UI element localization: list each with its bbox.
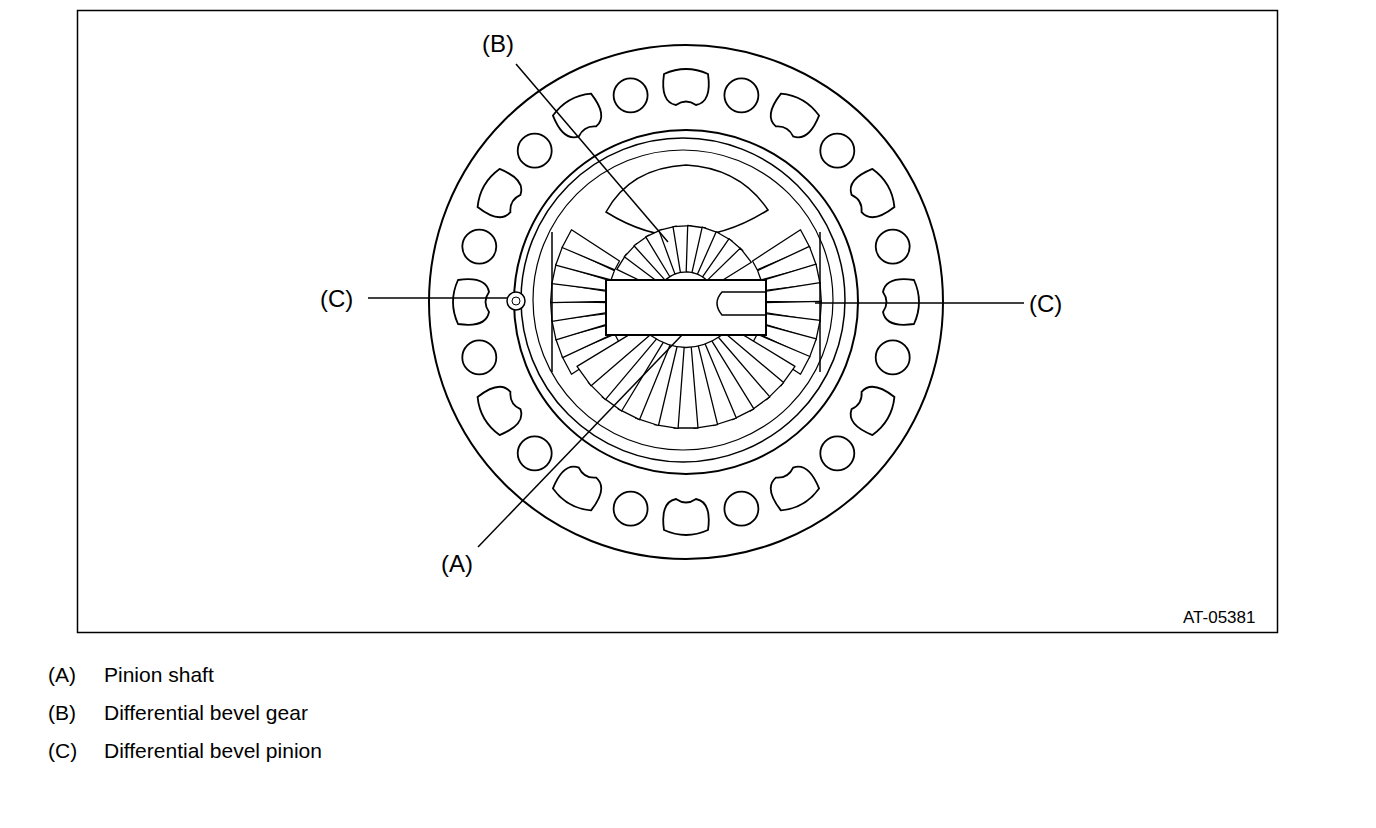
kidney-slot (453, 279, 489, 325)
lock-pin (507, 292, 525, 310)
gear-tooth (551, 301, 609, 321)
bolt-hole (462, 340, 496, 374)
key-letter: (A) (48, 664, 76, 685)
gear-tooth (764, 283, 822, 303)
bevel-gears (551, 226, 822, 429)
case-bore (514, 130, 858, 474)
kidney-slot (765, 461, 822, 515)
callout-letter: (C) (1029, 292, 1062, 316)
kidney-slot (473, 166, 527, 223)
leader-line (815, 302, 1024, 304)
flange-holes (453, 69, 919, 535)
kidney-slot (473, 381, 527, 438)
bolt-hole (614, 78, 648, 112)
kidney-slot (663, 69, 709, 105)
case-window (533, 150, 833, 450)
leader-line (368, 297, 508, 299)
kidney-slot (845, 381, 899, 438)
key-text: Pinion shaft (104, 664, 214, 685)
kidney-slot (663, 499, 709, 535)
kidney-slot (550, 89, 607, 143)
kidney-slot (550, 89, 607, 143)
kidney-slot (845, 166, 899, 223)
case-flange (429, 45, 943, 559)
bolt-hole (518, 134, 552, 168)
key-letter: (B) (48, 702, 76, 723)
callout-letter: (A) (441, 552, 473, 576)
shaft-slot (717, 292, 766, 315)
bolt-hole (820, 134, 854, 168)
case-inner (521, 138, 845, 462)
kidney-slot (473, 166, 527, 223)
gear-hub (650, 335, 722, 348)
kidney-slot (845, 166, 899, 223)
callout-letter: (B) (482, 32, 514, 56)
kidney-slot (883, 279, 919, 325)
bolt-hole (724, 492, 758, 526)
bolt-hole (462, 230, 496, 264)
leader-line (478, 335, 682, 547)
bolt-hole (724, 78, 758, 112)
bolt-hole (876, 340, 910, 374)
key-letter: (C) (48, 740, 77, 761)
kidney-slot (883, 279, 919, 325)
key-text: Differential bevel gear (104, 702, 308, 723)
bolt-hole (614, 492, 648, 526)
kidney-slot (845, 381, 899, 438)
pinion-shaft (606, 280, 766, 335)
leader-line (516, 64, 668, 242)
callout-letter: (C) (320, 287, 353, 311)
gear-tooth (562, 230, 619, 270)
kidney-slot (663, 499, 709, 535)
kidney-slot (473, 381, 527, 438)
figure-id: AT-05381 (1183, 609, 1255, 626)
kidney-slot (765, 89, 822, 143)
bolt-hole (820, 436, 854, 470)
kidney-slot (663, 69, 709, 105)
bolt-hole (876, 230, 910, 264)
figure-frame (78, 11, 1278, 633)
kidney-slot (550, 461, 607, 515)
kidney-slot (453, 279, 489, 325)
bolt-hole (518, 436, 552, 470)
kidney-slot (765, 89, 822, 143)
lock-pin (512, 297, 520, 305)
key-text: Differential bevel pinion (104, 740, 322, 761)
kidney-slot (550, 461, 607, 515)
kidney-slot (765, 461, 822, 515)
